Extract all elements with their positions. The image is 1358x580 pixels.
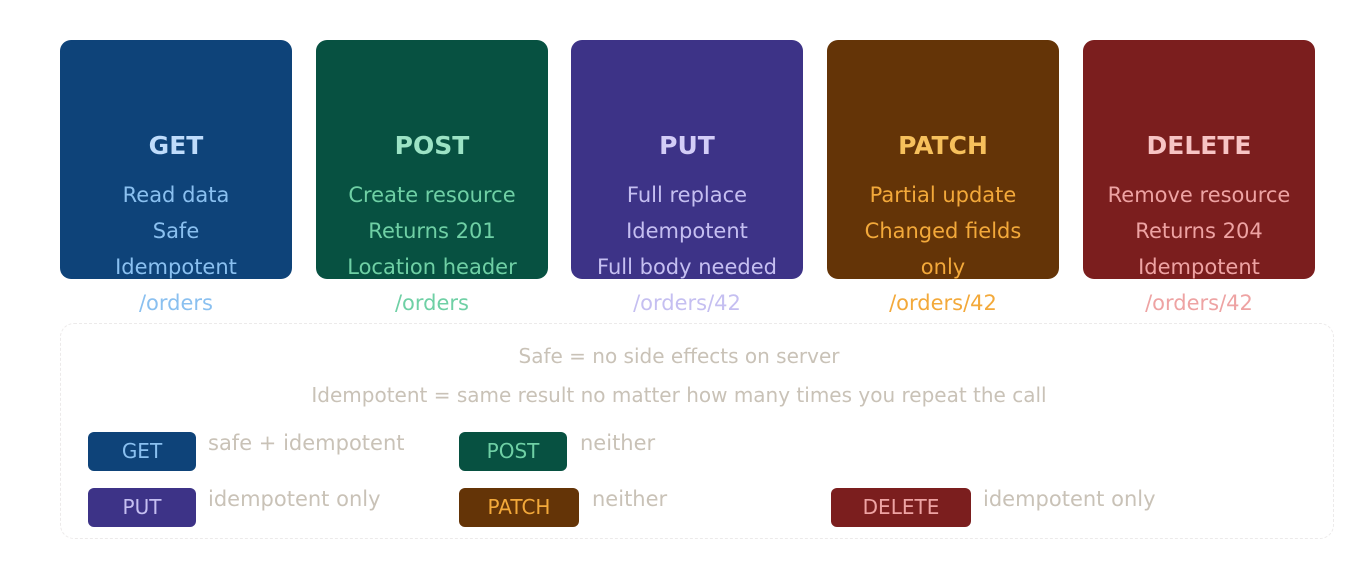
- post-card-title: POST: [394, 131, 470, 160]
- legend-get-badge: GET: [88, 432, 196, 471]
- legend-delete-badge: DELETE: [831, 488, 971, 527]
- patch-card-line: only: [920, 255, 966, 279]
- patch-card-line: /orders/42: [889, 291, 997, 315]
- safe-definition: Safe = no side effects on server: [518, 344, 840, 368]
- get-card-lines: Read data Safe Idempotent /orders: [60, 177, 292, 321]
- post-card-lines: Create resource Returns 201 Location hea…: [316, 177, 548, 321]
- post-card-line: Returns 201: [368, 219, 496, 243]
- post-card: POST Create resource Returns 201 Locatio…: [316, 40, 548, 315]
- put-card-line: /orders/42: [633, 291, 741, 315]
- delete-card-lines: Remove resource Returns 204 Idempotent /…: [1083, 177, 1315, 321]
- put-card: PUT Full replace Idempotent Full body ne…: [571, 40, 803, 315]
- patch-card-line: Changed fields: [864, 219, 1022, 243]
- legend-get-desc: safe + idempotent: [208, 431, 405, 455]
- put-card-line: Full body needed: [597, 255, 777, 279]
- delete-card-line: Idempotent: [1138, 255, 1260, 279]
- get-card-line: /orders: [138, 291, 213, 315]
- delete-card-line: Returns 204: [1135, 219, 1263, 243]
- post-card-line: Location header: [347, 255, 517, 279]
- put-card-line: Idempotent: [626, 219, 748, 243]
- legend-put-desc: idempotent only: [208, 487, 381, 511]
- legend-panel: [60, 323, 1334, 539]
- legend-put-badge: PUT: [88, 488, 196, 527]
- put-card-lines: Full replace Idempotent Full body needed…: [571, 177, 803, 321]
- get-card: GET Read data Safe Idempotent /orders: [60, 40, 292, 315]
- post-card-line: /orders: [394, 291, 469, 315]
- delete-card-title: DELETE: [1146, 131, 1252, 160]
- put-card-line: Full replace: [626, 183, 748, 207]
- patch-card: PATCH Partial update Changed fields only…: [827, 40, 1059, 315]
- delete-card-line: /orders/42: [1145, 291, 1253, 315]
- patch-card-line: Partial update: [869, 183, 1017, 207]
- legend-post-badge: POST: [459, 432, 567, 471]
- idempotent-definition: Idempotent = same result no matter how m…: [311, 383, 1047, 407]
- post-card-line: Create resource: [348, 183, 516, 207]
- put-card-title: PUT: [659, 131, 715, 160]
- delete-card: DELETE Remove resource Returns 204 Idemp…: [1083, 40, 1315, 315]
- patch-card-lines: Partial update Changed fields only /orde…: [827, 177, 1059, 321]
- legend-patch-badge: PATCH: [459, 488, 579, 527]
- patch-card-title: PATCH: [898, 131, 988, 160]
- legend-patch-desc: neither: [592, 487, 668, 511]
- delete-card-line: Remove resource: [1107, 183, 1291, 207]
- legend-delete-desc: idempotent only: [983, 487, 1156, 511]
- get-card-line: Safe: [152, 219, 200, 243]
- get-card-line: Idempotent: [115, 255, 237, 279]
- legend-post-desc: neither: [580, 431, 656, 455]
- get-card-title: GET: [148, 131, 204, 160]
- get-card-line: Read data: [122, 183, 230, 207]
